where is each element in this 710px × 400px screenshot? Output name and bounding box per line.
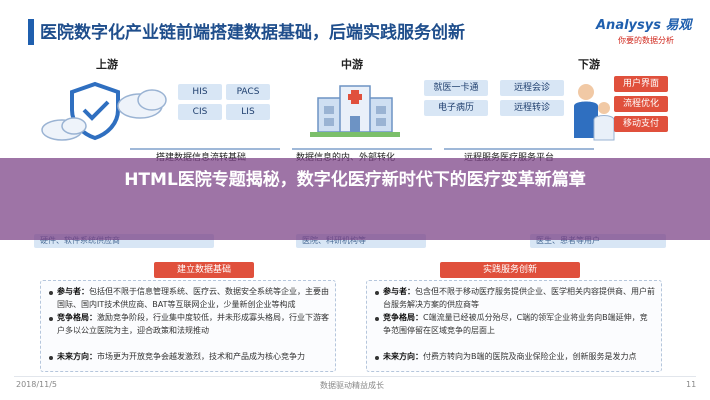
bullet-dot: [49, 317, 53, 321]
tag-cis: CIS: [178, 104, 222, 120]
right-item-future: 未来方向：付费方转向为B端的医院及商业保险企业，创新服务是发力点: [383, 350, 655, 363]
logo-subtitle: 你要的数据分析: [618, 36, 674, 45]
tag-emr: 电子病历: [424, 100, 488, 116]
right-item-competition: 竞争格局：C端流量已经被瓜分殆尽，C端的领军企业将业务向B端延伸，竞争范围停留在…: [383, 311, 655, 337]
left-item-text: 包括但不限于信息管理系统、医疗云、数据安全系统等企业，主要由国际、国内IT技术供…: [57, 287, 329, 309]
shield-cloud-icon: [41, 81, 167, 141]
bullet-dot: [49, 291, 53, 295]
left-item-competition: 竞争格局：激励竞争阶段，行业集中度较低，并未形成寡头格局，行业下游客户多以公立医…: [57, 311, 329, 337]
tag-mobile-payment: 移动支付: [614, 116, 668, 132]
headline-text: HTML医院专题揭秘，数字化医疗新时代下的医疗变革新篇章: [124, 170, 586, 190]
right-item-text: C端流量已经被瓜分殆尽，C端的领军企业将业务向B端延伸，竞争范围停留在区域竞争的…: [383, 313, 648, 335]
tag-remote-referral: 远程转诊: [500, 100, 564, 116]
headline-banner: [0, 158, 710, 240]
left-item-text: 市场更为开放竞争会越发激烈，技术和产品成为核心竞争力: [97, 352, 305, 361]
stage-downstream: 下游: [578, 58, 600, 71]
right-item-label: 参与者：: [383, 287, 415, 296]
tag-his: HIS: [178, 84, 222, 100]
doctor-patient-icon: [574, 84, 615, 141]
flow-line-mid: [292, 148, 432, 150]
stage-upstream: 上游: [96, 58, 118, 71]
left-item-participants: 参与者：包括但不限于信息管理系统、医疗云、数据安全系统等企业，主要由国际、国内I…: [57, 285, 329, 311]
bullet-dot: [375, 291, 379, 295]
slide-title: 医院数字化产业链前端搭建数据基础，后端实践服务创新: [40, 23, 465, 43]
panel-left: 参与者：包括但不限于信息管理系统、医疗云、数据安全系统等企业，主要由国际、国内I…: [40, 280, 336, 372]
right-item-label: 竞争格局：: [383, 313, 423, 322]
footer-page-number: 11: [686, 380, 697, 389]
hospital-icon: [310, 85, 400, 137]
right-item-text: 付费方转向为B端的医院及商业保险企业，创新服务是发力点: [423, 352, 637, 361]
footer-divider: [14, 376, 696, 377]
flow-line-right: [444, 148, 594, 150]
analysys-logo: Analysys 易观 你要的数据分析: [596, 14, 706, 54]
left-item-label: 参与者：: [57, 287, 89, 296]
tag-medical-card: 就医一卡通: [424, 80, 488, 96]
tag-user-interface: 用户界面: [614, 76, 668, 92]
tag-process-optimization: 流程优化: [614, 96, 668, 112]
footer-center: 数据驱动精益成长: [320, 381, 384, 390]
footer-date: 2018/11/5: [16, 380, 58, 389]
panel-right: 参与者：包含但不限于移动医疗服务提供企业、医学相关内容提供商、用户前台服务解决方…: [366, 280, 662, 372]
tag-remote-consult: 远程会诊: [500, 80, 564, 96]
left-item-label: 未来方向：: [57, 352, 97, 361]
title-accent-bar: [28, 19, 34, 45]
tag-pacs: PACS: [226, 84, 270, 100]
bullet-dot: [49, 356, 53, 360]
section-head-left: 建立数据基础: [154, 262, 254, 278]
tag-lis: LIS: [226, 104, 270, 120]
left-item-text: 激励竞争阶段，行业集中度较低，并未形成寡头格局，行业下游客户多以公立医院为主，迎…: [57, 313, 329, 335]
stage-midstream: 中游: [341, 58, 363, 71]
right-item-text: 包含但不限于移动医疗服务提供企业、医学相关内容提供商、用户前台服务解决方案的供应…: [383, 287, 655, 309]
right-item-label: 未来方向：: [383, 352, 423, 361]
left-item-future: 未来方向：市场更为开放竞争会越发激烈，技术和产品成为核心竞争力: [57, 350, 329, 363]
section-head-right: 实践服务创新: [440, 262, 580, 278]
bullet-dot: [375, 317, 379, 321]
logo-text: Analysys 易观: [596, 18, 692, 33]
flow-line-left: [130, 148, 280, 150]
left-item-label: 竞争格局：: [57, 313, 97, 322]
right-item-participants: 参与者：包含但不限于移动医疗服务提供企业、医学相关内容提供商、用户前台服务解决方…: [383, 285, 655, 311]
bullet-dot: [375, 356, 379, 360]
